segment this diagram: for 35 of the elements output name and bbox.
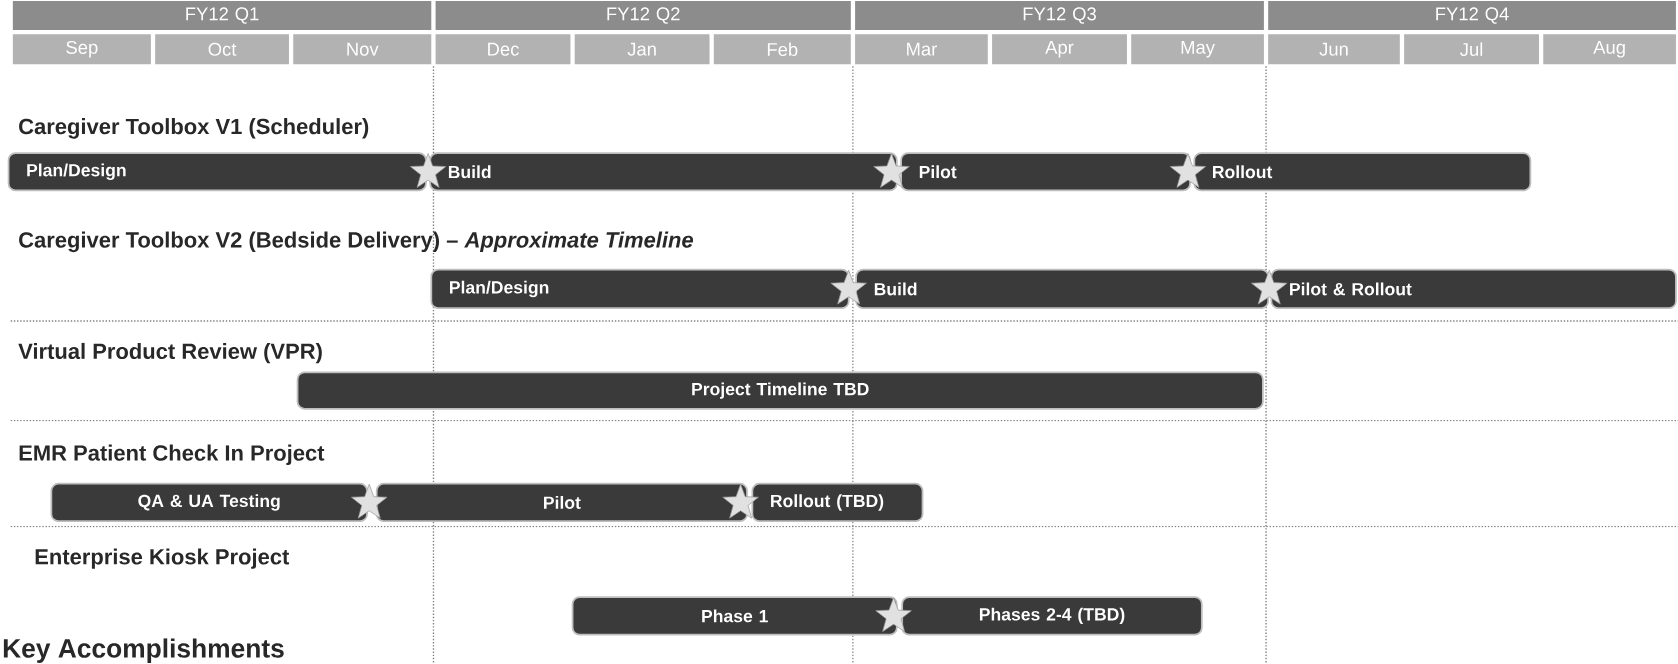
month-header-cell: Apr — [992, 34, 1127, 65]
quarter-header-cell: FY12 Q2 — [435, 1, 851, 30]
section-title: EMR Patient Check In Project — [19, 444, 325, 466]
section-title: Enterprise Kiosk Project — [35, 548, 290, 569]
phase-bar: Phase 1 — [571, 596, 898, 636]
phase-bar: Phases 2-4 (TBD) — [901, 596, 1203, 636]
section-title: Caregiver Toolbox V2 (Bedside Delivery) – Approximate Timeline — [19, 231, 694, 253]
phase-bar: QA & UA Testing — [50, 482, 368, 523]
phase-bar: Rollout (TBD) — [751, 482, 924, 523]
quarter-header-cell: FY12 Q3 — [855, 1, 1264, 30]
month-header-cell: Feb — [713, 34, 851, 65]
month-header-cell: Nov — [293, 34, 432, 65]
phase-bar: Project Timeline TBD — [296, 371, 1264, 410]
month-header-cell: Jul — [1404, 34, 1539, 65]
section-title: Virtual Product Review (VPR) — [18, 342, 322, 364]
phase-bar: Pilot & Rollout — [1270, 268, 1677, 310]
quarter-header-cell: FY12 Q1 — [12, 1, 432, 30]
month-header-cell: Jan — [574, 34, 710, 65]
phase-bar: Build — [429, 152, 898, 192]
month-header-cell: Dec — [435, 34, 571, 65]
month-header-cell: Mar — [855, 34, 988, 65]
month-header-cell: May — [1131, 34, 1264, 65]
section-title: Caregiver Toolbox V1 (Scheduler) — [19, 118, 369, 139]
phase-bar: Pilot — [900, 152, 1191, 192]
section-title: Key Accomplishments — [3, 638, 284, 663]
phase-bar: Plan/Design — [430, 268, 850, 310]
phase-bar: Rollout — [1193, 152, 1532, 192]
month-header-cell: Jun — [1268, 34, 1400, 65]
phase-bar: Build — [855, 268, 1270, 310]
phase-bar: Plan/Design — [7, 152, 427, 192]
phase-bar: Pilot — [375, 482, 748, 523]
month-header-cell: Aug — [1543, 34, 1676, 65]
quarter-header-cell: FY12 Q4 — [1268, 1, 1676, 30]
month-header-cell: Oct — [155, 34, 289, 65]
month-header-cell: Sep — [12, 34, 151, 65]
